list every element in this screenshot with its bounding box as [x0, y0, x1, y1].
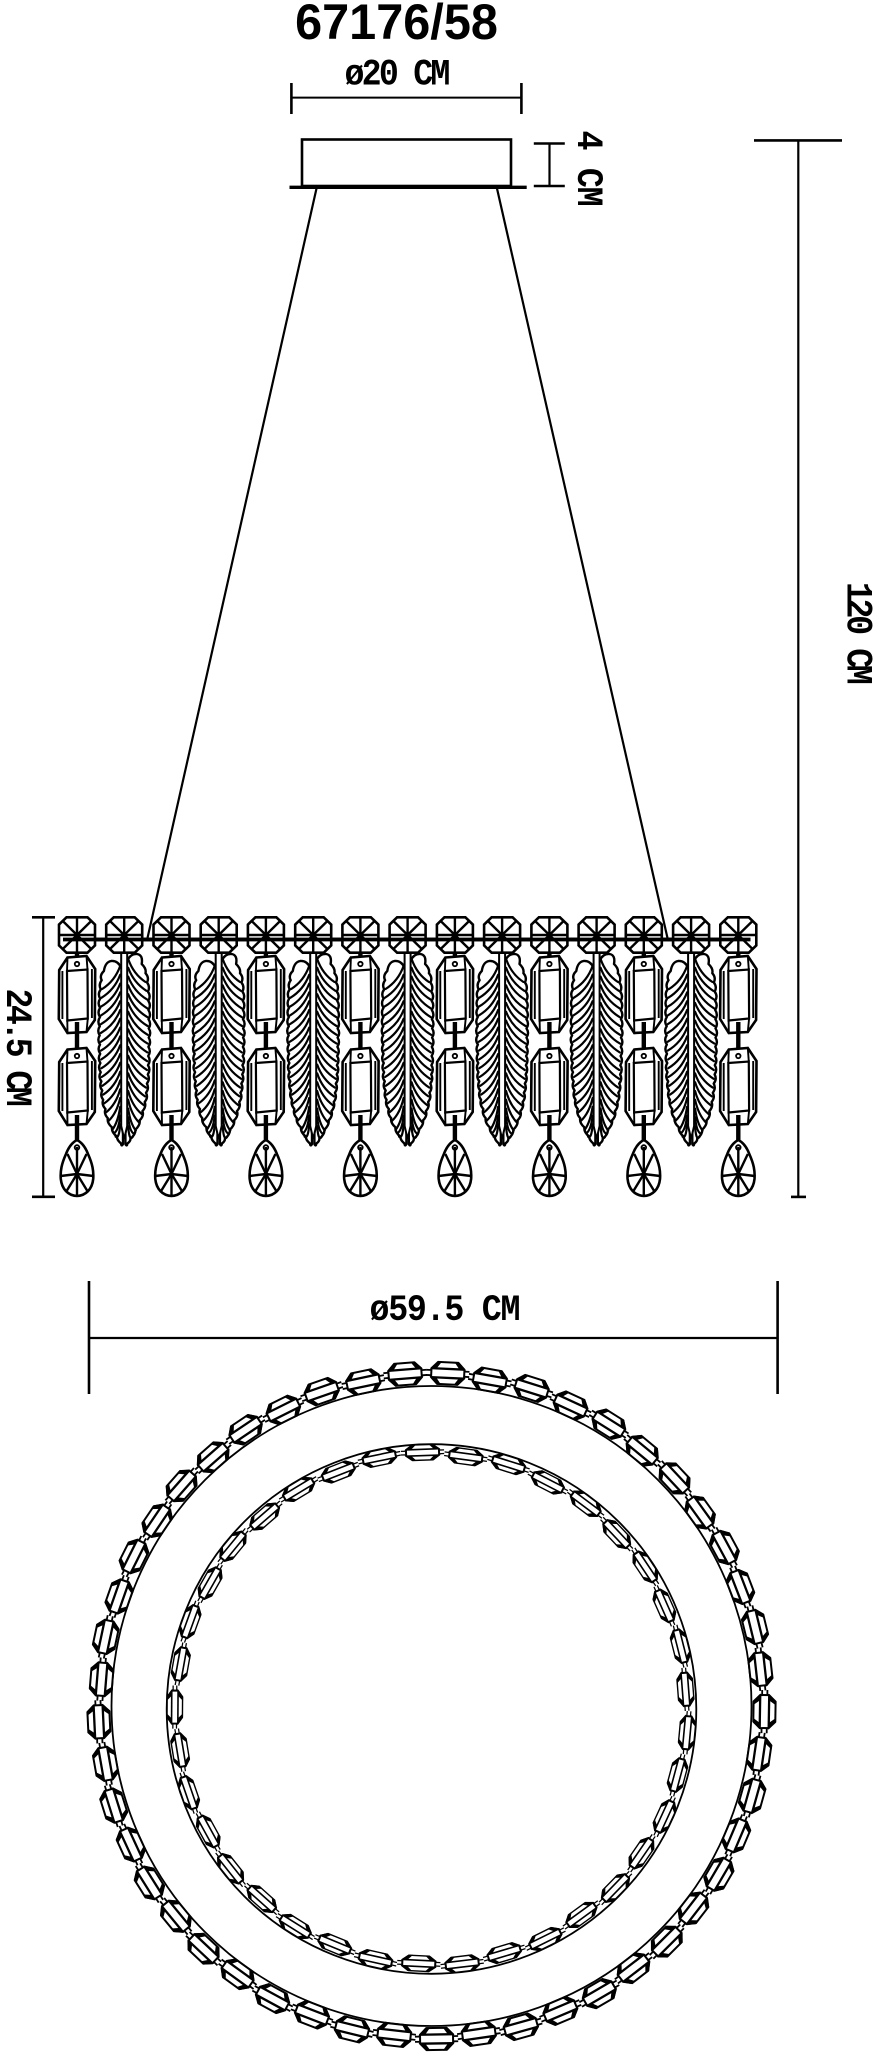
svg-text:ø20 CM: ø20 CM	[345, 54, 450, 96]
svg-text:ø59.5 CM: ø59.5 CM	[370, 1290, 520, 1332]
svg-text:4 CM: 4 CM	[566, 131, 608, 206]
svg-text:120 CM: 120 CM	[836, 582, 878, 684]
svg-text:67176/58: 67176/58	[295, 0, 498, 50]
svg-text:24.5 CM: 24.5 CM	[0, 989, 37, 1106]
